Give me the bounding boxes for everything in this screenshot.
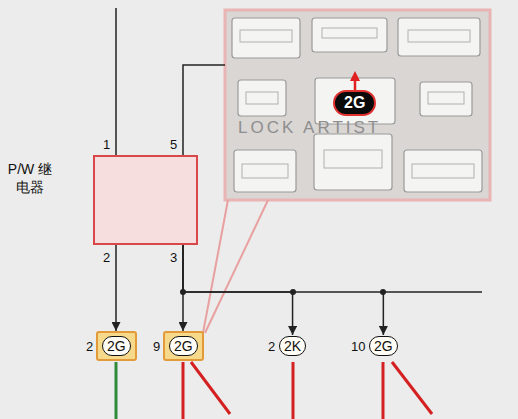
connector-plug: 2K [278, 335, 307, 357]
wire-connector [183, 245, 293, 335]
pin-number: 2 [103, 250, 110, 265]
connector-plug: 2G [163, 331, 204, 361]
pin-number: 1 [103, 137, 110, 152]
connector-photo [225, 10, 490, 200]
pin-number: 2 [86, 339, 93, 354]
pin-number: 10 [351, 339, 365, 354]
connector-plug: 2G [96, 331, 137, 361]
photo-callout: 2G [333, 90, 376, 116]
watermark: LOCK ARTIST [238, 120, 381, 135]
leader-line [203, 200, 268, 333]
connector-code: 2G [369, 336, 398, 356]
connector-code: 2G [344, 94, 365, 111]
harness-wire [116, 362, 432, 419]
wire [116, 8, 482, 292]
connector-code: 2K [279, 336, 306, 356]
relay-box: P/W 继电器 [93, 155, 198, 245]
connector-code: 2G [169, 336, 198, 356]
connector-plug: 2G [368, 335, 399, 357]
pin-number: 5 [170, 137, 177, 152]
wire-connector [183, 245, 383, 335]
relay-name: P/W 继电器 [5, 161, 55, 196]
pin-number: 3 [170, 250, 177, 265]
pin-number: 2 [268, 339, 275, 354]
wire-connector [115, 245, 117, 331]
connector-code: 2G [102, 336, 131, 356]
pin-number: 9 [153, 339, 160, 354]
